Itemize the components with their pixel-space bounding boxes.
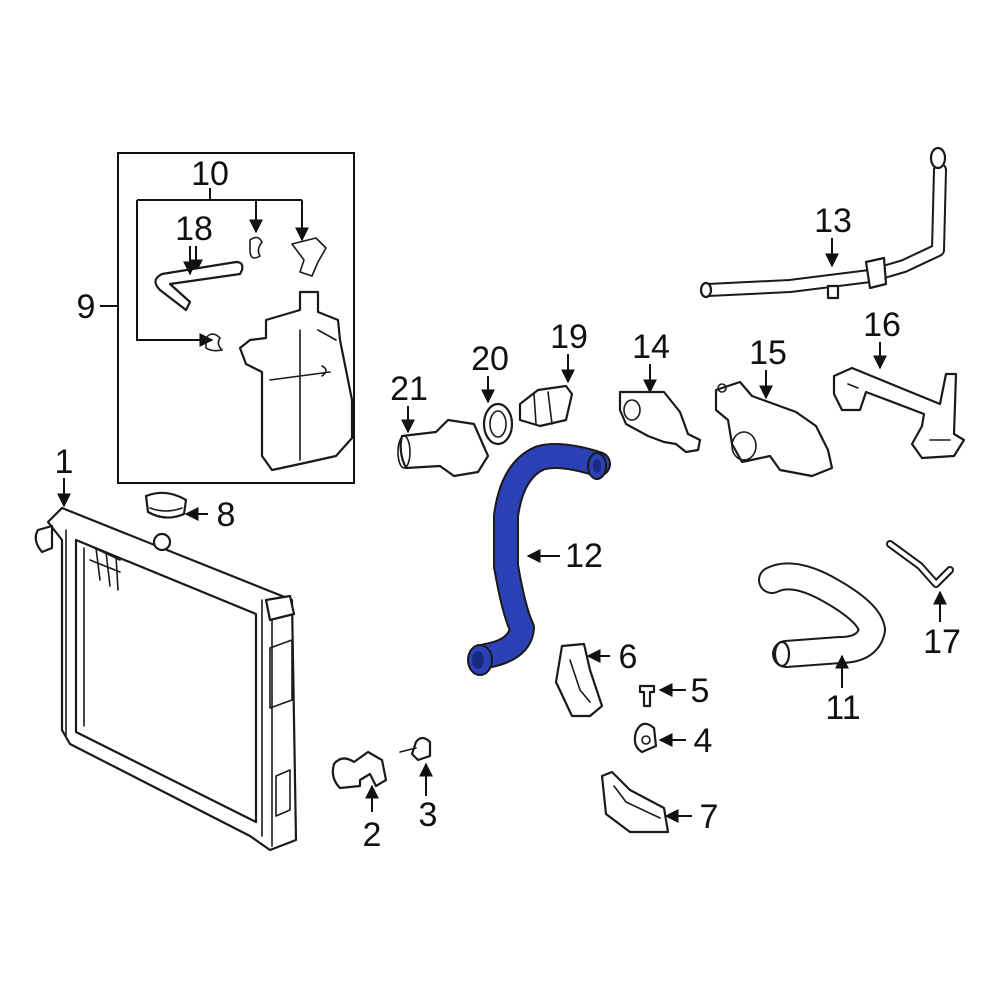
callout-8: 8 (217, 496, 236, 534)
pipe-16 (832, 366, 966, 460)
bracket-7 (600, 770, 670, 834)
callout-11: 11 (825, 689, 860, 727)
callout-2: 2 (363, 816, 382, 854)
callout-13: 13 (814, 202, 852, 240)
housing-14 (618, 390, 702, 454)
callout-4: 4 (694, 722, 713, 760)
callout-17: 17 (923, 623, 961, 661)
nut-4 (633, 722, 658, 754)
gasket-20 (482, 402, 514, 446)
reservoir-kit-inset (100, 152, 355, 484)
hose-11 (758, 562, 886, 668)
callout-6: 6 (619, 638, 638, 676)
callout-12: 12 (565, 537, 603, 575)
radiator-cap (144, 491, 188, 519)
callout-20: 20 (471, 340, 509, 378)
leader-lines (57, 238, 947, 823)
callout-18: 18 (175, 210, 213, 248)
housing-15 (714, 380, 834, 478)
bolt-3 (399, 736, 432, 762)
callout-7: 7 (700, 798, 719, 836)
callout-9: 9 (77, 288, 96, 326)
callout-3: 3 (419, 796, 438, 834)
callout-1: 1 (55, 443, 74, 481)
radiator (34, 506, 298, 852)
bracket-6 (554, 642, 604, 718)
callout-15: 15 (749, 334, 787, 372)
thermostat-19 (518, 384, 574, 428)
callout-14: 14 (632, 328, 670, 366)
callout-10: 10 (191, 155, 229, 193)
pipe-13 (699, 146, 947, 300)
hose-17 (886, 540, 954, 588)
water-outlet-21 (397, 418, 490, 478)
bolt-5 (638, 684, 656, 708)
radiator-hose-12 (467, 443, 611, 676)
callout-16: 16 (863, 306, 901, 344)
callout-labels: 1 2 3 4 5 6 7 8 9 10 11 12 13 14 15 16 1… (55, 155, 961, 854)
callout-5: 5 (691, 672, 710, 710)
clip-2 (331, 750, 388, 790)
callout-21: 21 (390, 370, 428, 408)
callout-19: 19 (550, 318, 588, 356)
